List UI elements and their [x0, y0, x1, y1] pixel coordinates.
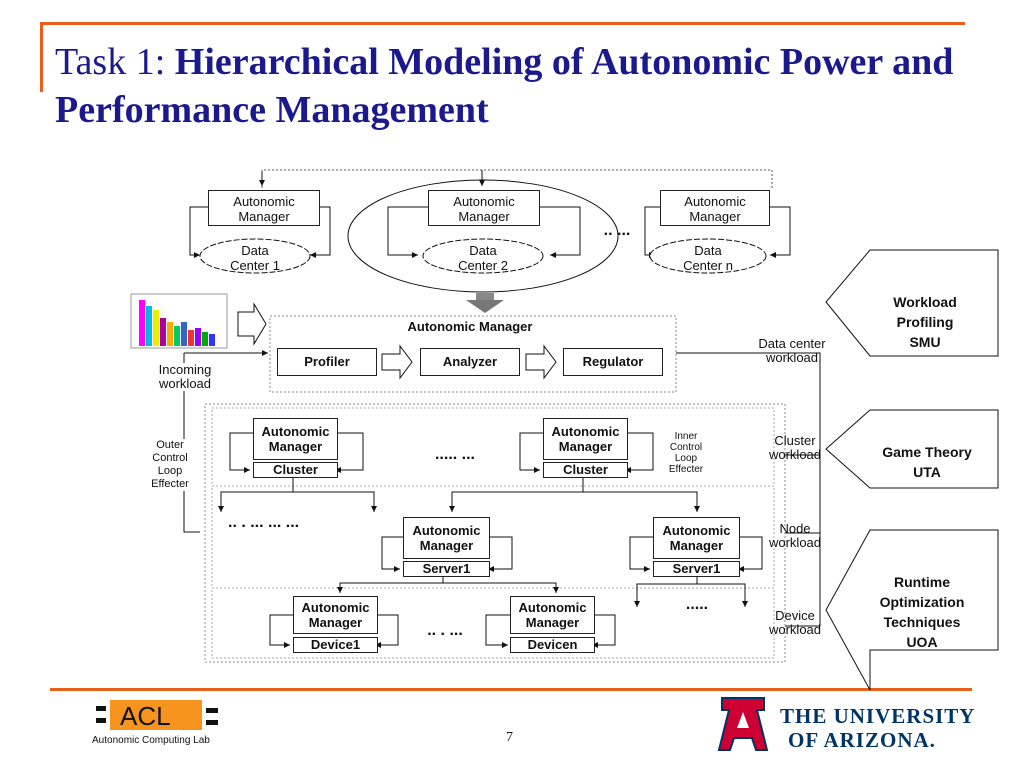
arizona-line2: OF ARIZONA. [788, 728, 936, 753]
arizona-line1: THE UNIVERSITY [780, 704, 975, 729]
